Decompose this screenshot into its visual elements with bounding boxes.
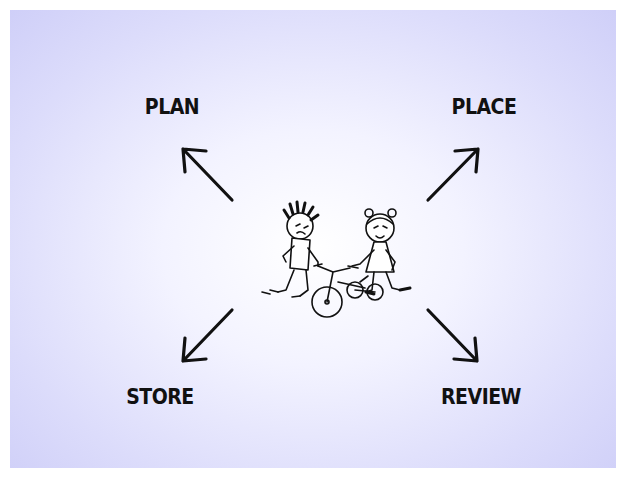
girl-legs bbox=[366, 272, 400, 292]
girl-hair-bun bbox=[388, 209, 396, 217]
boy-head bbox=[287, 213, 313, 239]
boy-legs bbox=[278, 270, 308, 296]
boy-hair bbox=[284, 202, 318, 220]
girl-arms bbox=[352, 250, 395, 270]
arrow-place bbox=[428, 149, 478, 200]
step-label: PLACE bbox=[452, 95, 517, 119]
arrow-store bbox=[183, 310, 232, 361]
boy-arms bbox=[283, 246, 318, 266]
girl-shoes bbox=[366, 288, 410, 294]
gradient-background bbox=[10, 10, 616, 468]
boy-face bbox=[296, 224, 308, 234]
girl-dress bbox=[366, 242, 394, 272]
arrow-review bbox=[428, 310, 477, 361]
boy-shoes bbox=[262, 290, 300, 297]
girl-head bbox=[366, 214, 394, 242]
girl-hair-bun bbox=[365, 209, 373, 217]
girl-hair bbox=[367, 218, 393, 224]
boy-body bbox=[290, 238, 310, 270]
girl-face bbox=[374, 226, 387, 238]
arrow-plan bbox=[183, 149, 232, 200]
step-label: PLAN bbox=[145, 95, 199, 119]
kids-illustration bbox=[262, 202, 410, 317]
step-label: REVIEW bbox=[441, 385, 521, 409]
arrows bbox=[183, 149, 478, 361]
step-label: STORE bbox=[126, 385, 194, 409]
